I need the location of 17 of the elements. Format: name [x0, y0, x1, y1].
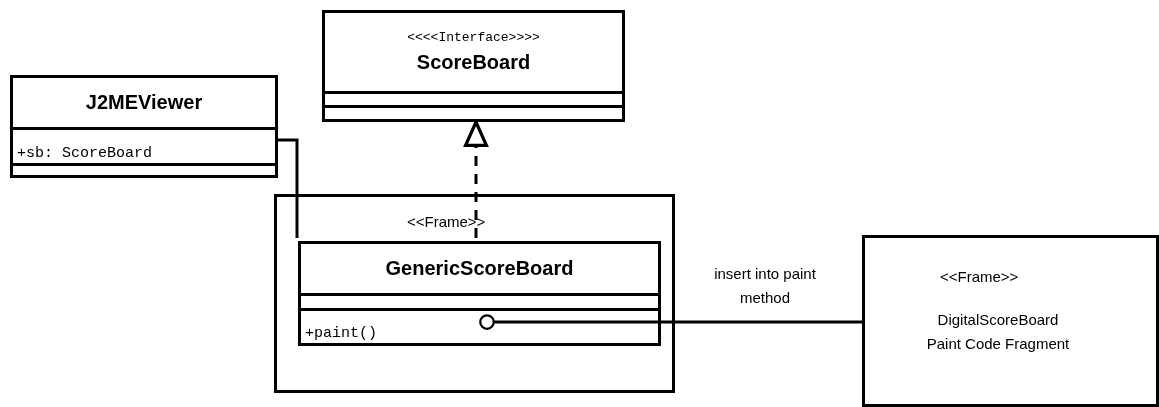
class-name: GenericScoreBoard — [385, 257, 574, 280]
frame-description: DigitalScoreBoard Paint Code Fragment — [925, 310, 1071, 354]
frame-box — [862, 235, 1159, 407]
interface-box — [322, 10, 625, 122]
frame-box — [274, 194, 675, 393]
class-name: ScoreBoard — [416, 51, 531, 74]
class-box — [10, 75, 278, 178]
stereotype-label: <<Frame>> — [940, 268, 1019, 285]
stereotype-label: <<<<Interface>>>> — [407, 30, 540, 45]
class-member: +paint() — [304, 325, 377, 343]
stereotype-label: <<Frame>> — [407, 213, 486, 230]
association-line — [278, 138, 299, 238]
realization-arrow — [464, 120, 489, 238]
association-line — [479, 314, 862, 330]
class-box — [298, 241, 661, 346]
class-name: J2MEViewer — [85, 91, 203, 114]
class-member: +sb: ScoreBoard — [16, 145, 153, 163]
